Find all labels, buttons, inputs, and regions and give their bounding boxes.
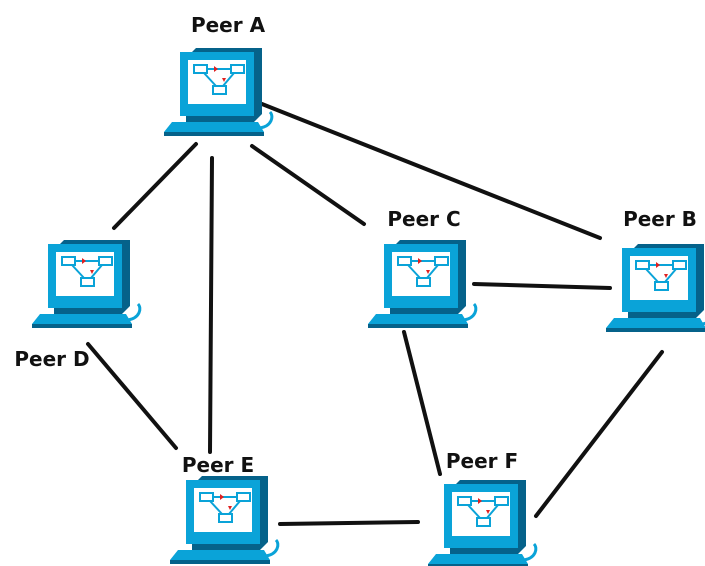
peer-node-c: Peer C bbox=[366, 207, 478, 330]
computer-icon bbox=[604, 242, 705, 334]
edge-a-e bbox=[208, 156, 214, 454]
peer-node-e: Peer E bbox=[168, 453, 280, 566]
edge-b-f bbox=[534, 350, 664, 518]
edge-c-f bbox=[402, 330, 442, 476]
computer-icon bbox=[426, 478, 538, 566]
edge-d-e bbox=[86, 342, 178, 450]
peer-label: Peer E bbox=[182, 453, 254, 477]
edge-e-f bbox=[278, 520, 420, 526]
edge-a-d bbox=[112, 142, 198, 230]
edge-c-b bbox=[472, 282, 612, 290]
peer-node-d: Peer D bbox=[14, 238, 142, 371]
peer-label: Peer D bbox=[14, 347, 89, 371]
computer-icon bbox=[168, 474, 280, 566]
peer-label: Peer A bbox=[191, 13, 266, 37]
computer-icon bbox=[162, 46, 274, 138]
peer-label: Peer C bbox=[387, 207, 460, 231]
peer-node-f: Peer F bbox=[426, 449, 538, 566]
peer-node-a: Peer A bbox=[162, 13, 274, 138]
computer-icon bbox=[30, 238, 142, 330]
peer-label: Peer B bbox=[623, 207, 697, 231]
peer-node-b: Peer B bbox=[604, 207, 705, 334]
computer-icon bbox=[366, 238, 478, 330]
edges-layer bbox=[86, 102, 664, 526]
edge-a-b bbox=[260, 102, 602, 240]
peer-label: Peer F bbox=[446, 449, 518, 473]
edge-a-c bbox=[250, 144, 366, 226]
nodes-layer: Peer A Peer B Peer C Peer D Peer E Peer F bbox=[14, 13, 705, 566]
